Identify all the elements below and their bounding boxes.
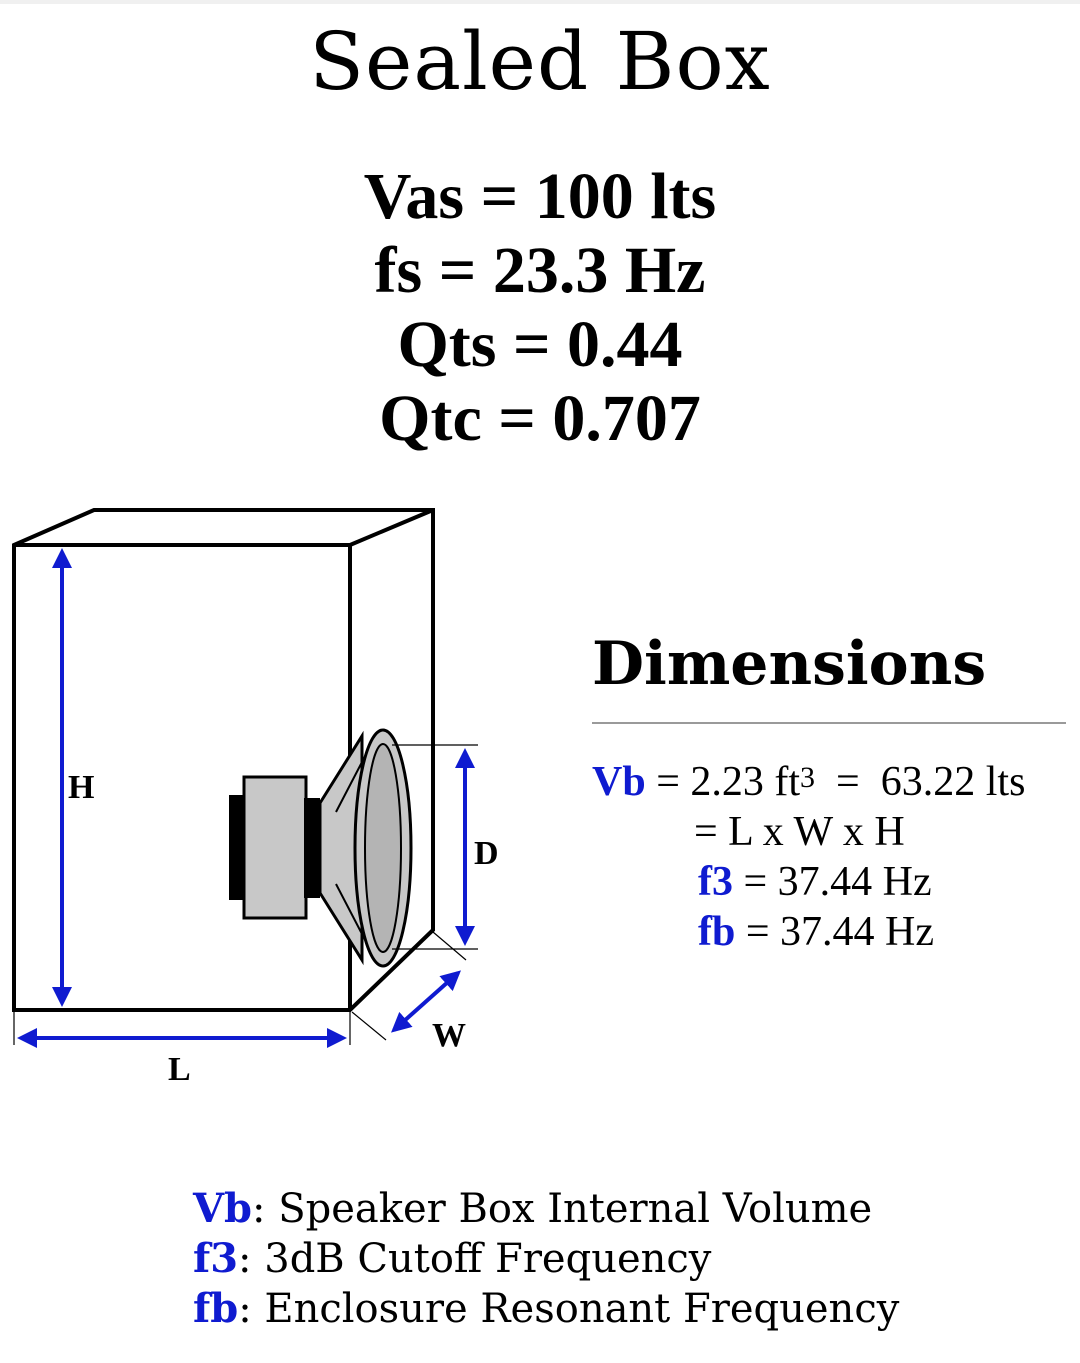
legend-f3-desc: : 3dB Cutoff Frequency <box>238 1236 712 1282</box>
legend-vb-symbol: Vb <box>193 1185 253 1232</box>
fb-value: = 37.44 Hz <box>735 909 935 955</box>
label-w: W <box>432 1017 466 1054</box>
legend-vb-desc: : Speaker Box Internal Volume <box>252 1186 873 1232</box>
sealed-box-diagram: H D L W <box>12 508 499 1088</box>
vb-symbol: Vb <box>592 759 646 805</box>
f3-value: = 37.44 Hz <box>733 859 932 905</box>
page-title: Sealed Box <box>309 15 771 108</box>
legend-vb: Vb: Speaker Box Internal Volume <box>193 1184 899 1234</box>
legend-fb-desc: : Enclosure Resonant Frequency <box>238 1286 900 1332</box>
dimension-guides <box>13 744 478 1045</box>
f3-symbol: f3 <box>698 859 733 905</box>
legend-fb: fb: Enclosure Resonant Frequency <box>193 1284 899 1334</box>
param-fs: fs = 23.3 Hz <box>374 234 706 307</box>
param-qts: Qts = 0.44 <box>397 308 683 381</box>
vb-exponent: 3 <box>800 761 816 794</box>
vb-liters: = 63.22 lts <box>815 759 1026 805</box>
param-qtc: Qtc = 0.707 <box>379 382 701 455</box>
dimensions-heading: Dimensions <box>592 629 987 699</box>
speaker-icon <box>229 728 413 968</box>
driver-parameters: Vas = 100 lts fs = 23.3 Hz Qts = 0.44 Qt… <box>0 160 1080 456</box>
legend-fb-symbol: fb <box>193 1285 239 1332</box>
label-l: L <box>168 1051 191 1088</box>
arrow-w <box>391 970 461 1033</box>
fb-symbol: fb <box>698 909 736 955</box>
legend: Vb: Speaker Box Internal Volume f3: 3dB … <box>193 1184 899 1334</box>
vb-row: Vb = 2.23 ft3 = 63.22 lts <box>592 757 1078 807</box>
legend-f3-symbol: f3 <box>193 1235 239 1282</box>
fb-row: fb = 37.44 Hz <box>592 907 1078 957</box>
status-strip <box>0 0 1080 4</box>
vb-value: = 2.23 ft <box>645 759 801 805</box>
f3-row: f3 = 37.44 Hz <box>592 857 1078 907</box>
formula-row: = L x W x H <box>694 809 905 855</box>
dimensions-divider <box>592 722 1066 724</box>
dimensions-results: Vb = 2.23 ft3 = 63.22 lts = L x W x H f3… <box>592 757 1078 957</box>
dimension-arrows <box>17 548 475 1048</box>
legend-f3: f3: 3dB Cutoff Frequency <box>193 1234 899 1284</box>
label-d: D <box>474 835 499 872</box>
label-h: H <box>68 769 94 806</box>
param-vas: Vas = 100 lts <box>363 160 717 233</box>
